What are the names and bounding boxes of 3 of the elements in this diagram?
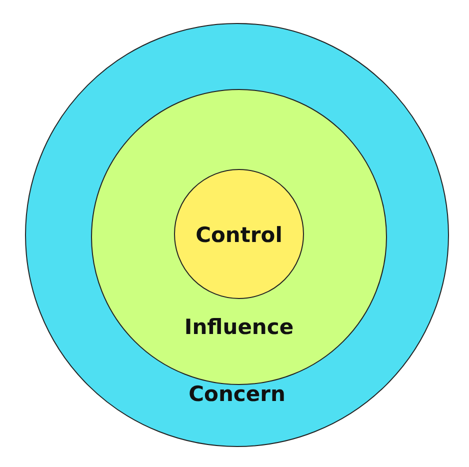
circle-label: Control (196, 223, 282, 247)
circle-label: Influence (184, 315, 294, 339)
circle-label: Concern (188, 382, 286, 406)
